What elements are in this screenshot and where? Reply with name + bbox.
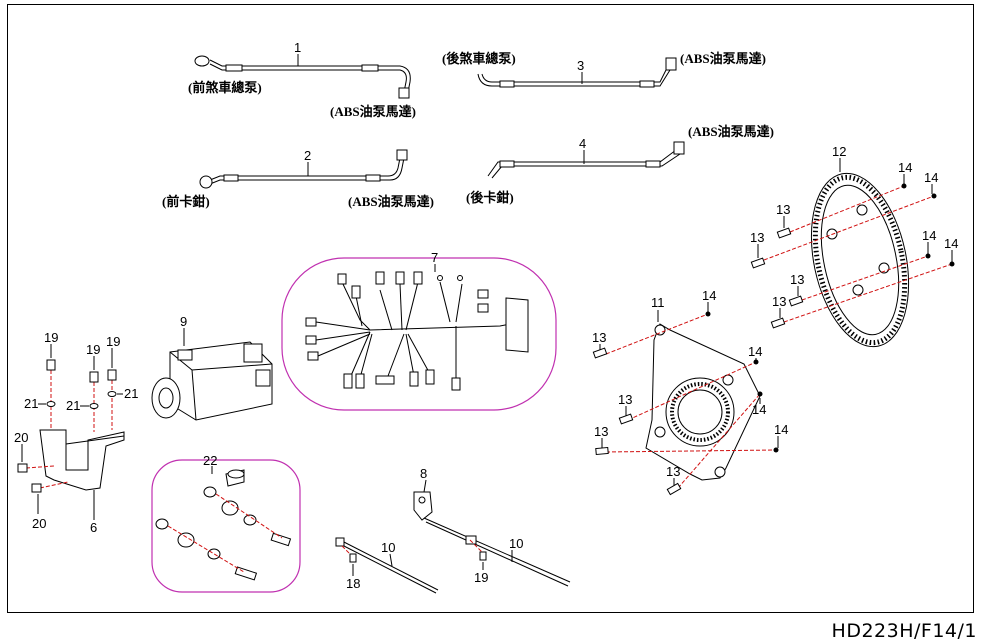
speed-sensor-8	[413, 491, 433, 521]
bolt-13f	[618, 413, 634, 425]
callout-9: 9	[180, 314, 187, 329]
callout-8: 8	[420, 466, 427, 481]
callout-14e: 14	[702, 288, 716, 303]
callout-6: 6	[90, 520, 97, 535]
callout-21a: 21	[24, 396, 38, 411]
callout-20b: 20	[32, 516, 46, 531]
brake-hose-3	[477, 57, 677, 88]
nut-14a	[901, 183, 907, 189]
callout-13f: 13	[618, 392, 632, 407]
tone-ring-11	[645, 323, 761, 481]
callout-13c: 13	[790, 272, 804, 287]
drawing-frame	[7, 4, 974, 613]
nut-14g	[757, 391, 763, 397]
callout-4: 4	[579, 136, 586, 151]
bolt-13a	[776, 227, 792, 239]
callout-7: 7	[431, 250, 438, 265]
label-rear-caliper: (後卡鉗)	[466, 190, 514, 205]
damper-kit-22	[155, 469, 292, 581]
callout-19c: 19	[106, 334, 120, 349]
brake-hose-2	[199, 149, 408, 189]
callout-12: 12	[832, 144, 846, 159]
callout-14b: 14	[924, 170, 938, 185]
callout-19b: 19	[86, 342, 100, 357]
bolt-13b	[750, 257, 766, 269]
callout-2: 2	[304, 148, 311, 163]
callout-10a: 10	[381, 540, 395, 555]
bolt-19d	[479, 551, 487, 561]
callout-14f: 14	[748, 344, 762, 359]
callout-14c: 14	[922, 228, 936, 243]
callout-21b: 21	[66, 398, 80, 413]
callout-13a: 13	[776, 202, 790, 217]
callout-18: 18	[346, 576, 360, 591]
bolt-19a	[46, 359, 56, 371]
harness-boundary	[281, 257, 557, 411]
callout-10b: 10	[509, 536, 523, 551]
abs-bracket-6	[39, 429, 125, 491]
callout-14a: 14	[898, 160, 912, 175]
bolt-20b	[31, 483, 42, 493]
bolt-13c	[788, 295, 804, 307]
bolt-13e	[592, 347, 608, 359]
label-front-brake-master: (前煞車總泵)	[188, 80, 262, 95]
callout-20a: 20	[14, 430, 28, 445]
callout-13b: 13	[750, 230, 764, 245]
callout-14g: 14	[752, 402, 766, 417]
bolt-18	[349, 553, 357, 563]
sensor-cable-10b	[423, 517, 571, 587]
nut-14c	[925, 253, 931, 259]
drawing-code: HD223H/F14/1	[831, 620, 977, 642]
callout-13h: 13	[666, 464, 680, 479]
bolt-19b	[89, 371, 99, 383]
abs-unit-9	[151, 341, 273, 421]
bolt-13d	[770, 317, 786, 329]
label-abs-motor-1: (ABS油泵馬達)	[330, 104, 416, 119]
washer-21b	[89, 403, 99, 409]
damper-kit-boundary	[151, 459, 301, 593]
bolt-20a	[17, 463, 28, 473]
washer-21c	[107, 391, 117, 397]
sensor-cable-10a	[335, 537, 439, 594]
brake-hose-4	[487, 141, 685, 179]
nut-14f	[753, 359, 759, 365]
label-abs-motor-3: (ABS油泵馬達)	[680, 51, 766, 66]
label-rear-brake-master: (後煞車總泵)	[442, 51, 516, 66]
callout-19d: 19	[474, 570, 488, 585]
label-front-caliper: (前卡鉗)	[162, 194, 210, 209]
label-abs-motor-2: (ABS油泵馬達)	[348, 194, 434, 209]
bolt-13g	[595, 446, 609, 456]
callout-14d: 14	[944, 236, 958, 251]
tone-ring-12	[810, 172, 910, 348]
callout-21c: 21	[124, 386, 138, 401]
nut-14e	[705, 311, 711, 317]
bolt-19c	[107, 369, 117, 381]
callout-22: 22	[203, 453, 217, 468]
callout-13g: 13	[594, 424, 608, 439]
callout-13e: 13	[592, 330, 606, 345]
callout-11: 11	[651, 295, 665, 310]
washer-21a	[46, 401, 56, 407]
callout-13d: 13	[772, 294, 786, 309]
bolt-13h	[666, 482, 682, 496]
nut-14b	[931, 193, 937, 199]
callout-1: 1	[294, 40, 301, 55]
callout-3: 3	[577, 58, 584, 73]
brake-hose-1	[194, 55, 411, 99]
callout-14h: 14	[774, 422, 788, 437]
nut-14h	[773, 447, 779, 453]
nut-14d	[949, 261, 955, 267]
callout-19a: 19	[44, 330, 58, 345]
label-abs-motor-4: (ABS油泵馬達)	[688, 124, 774, 139]
wire-harness-7	[305, 271, 529, 391]
